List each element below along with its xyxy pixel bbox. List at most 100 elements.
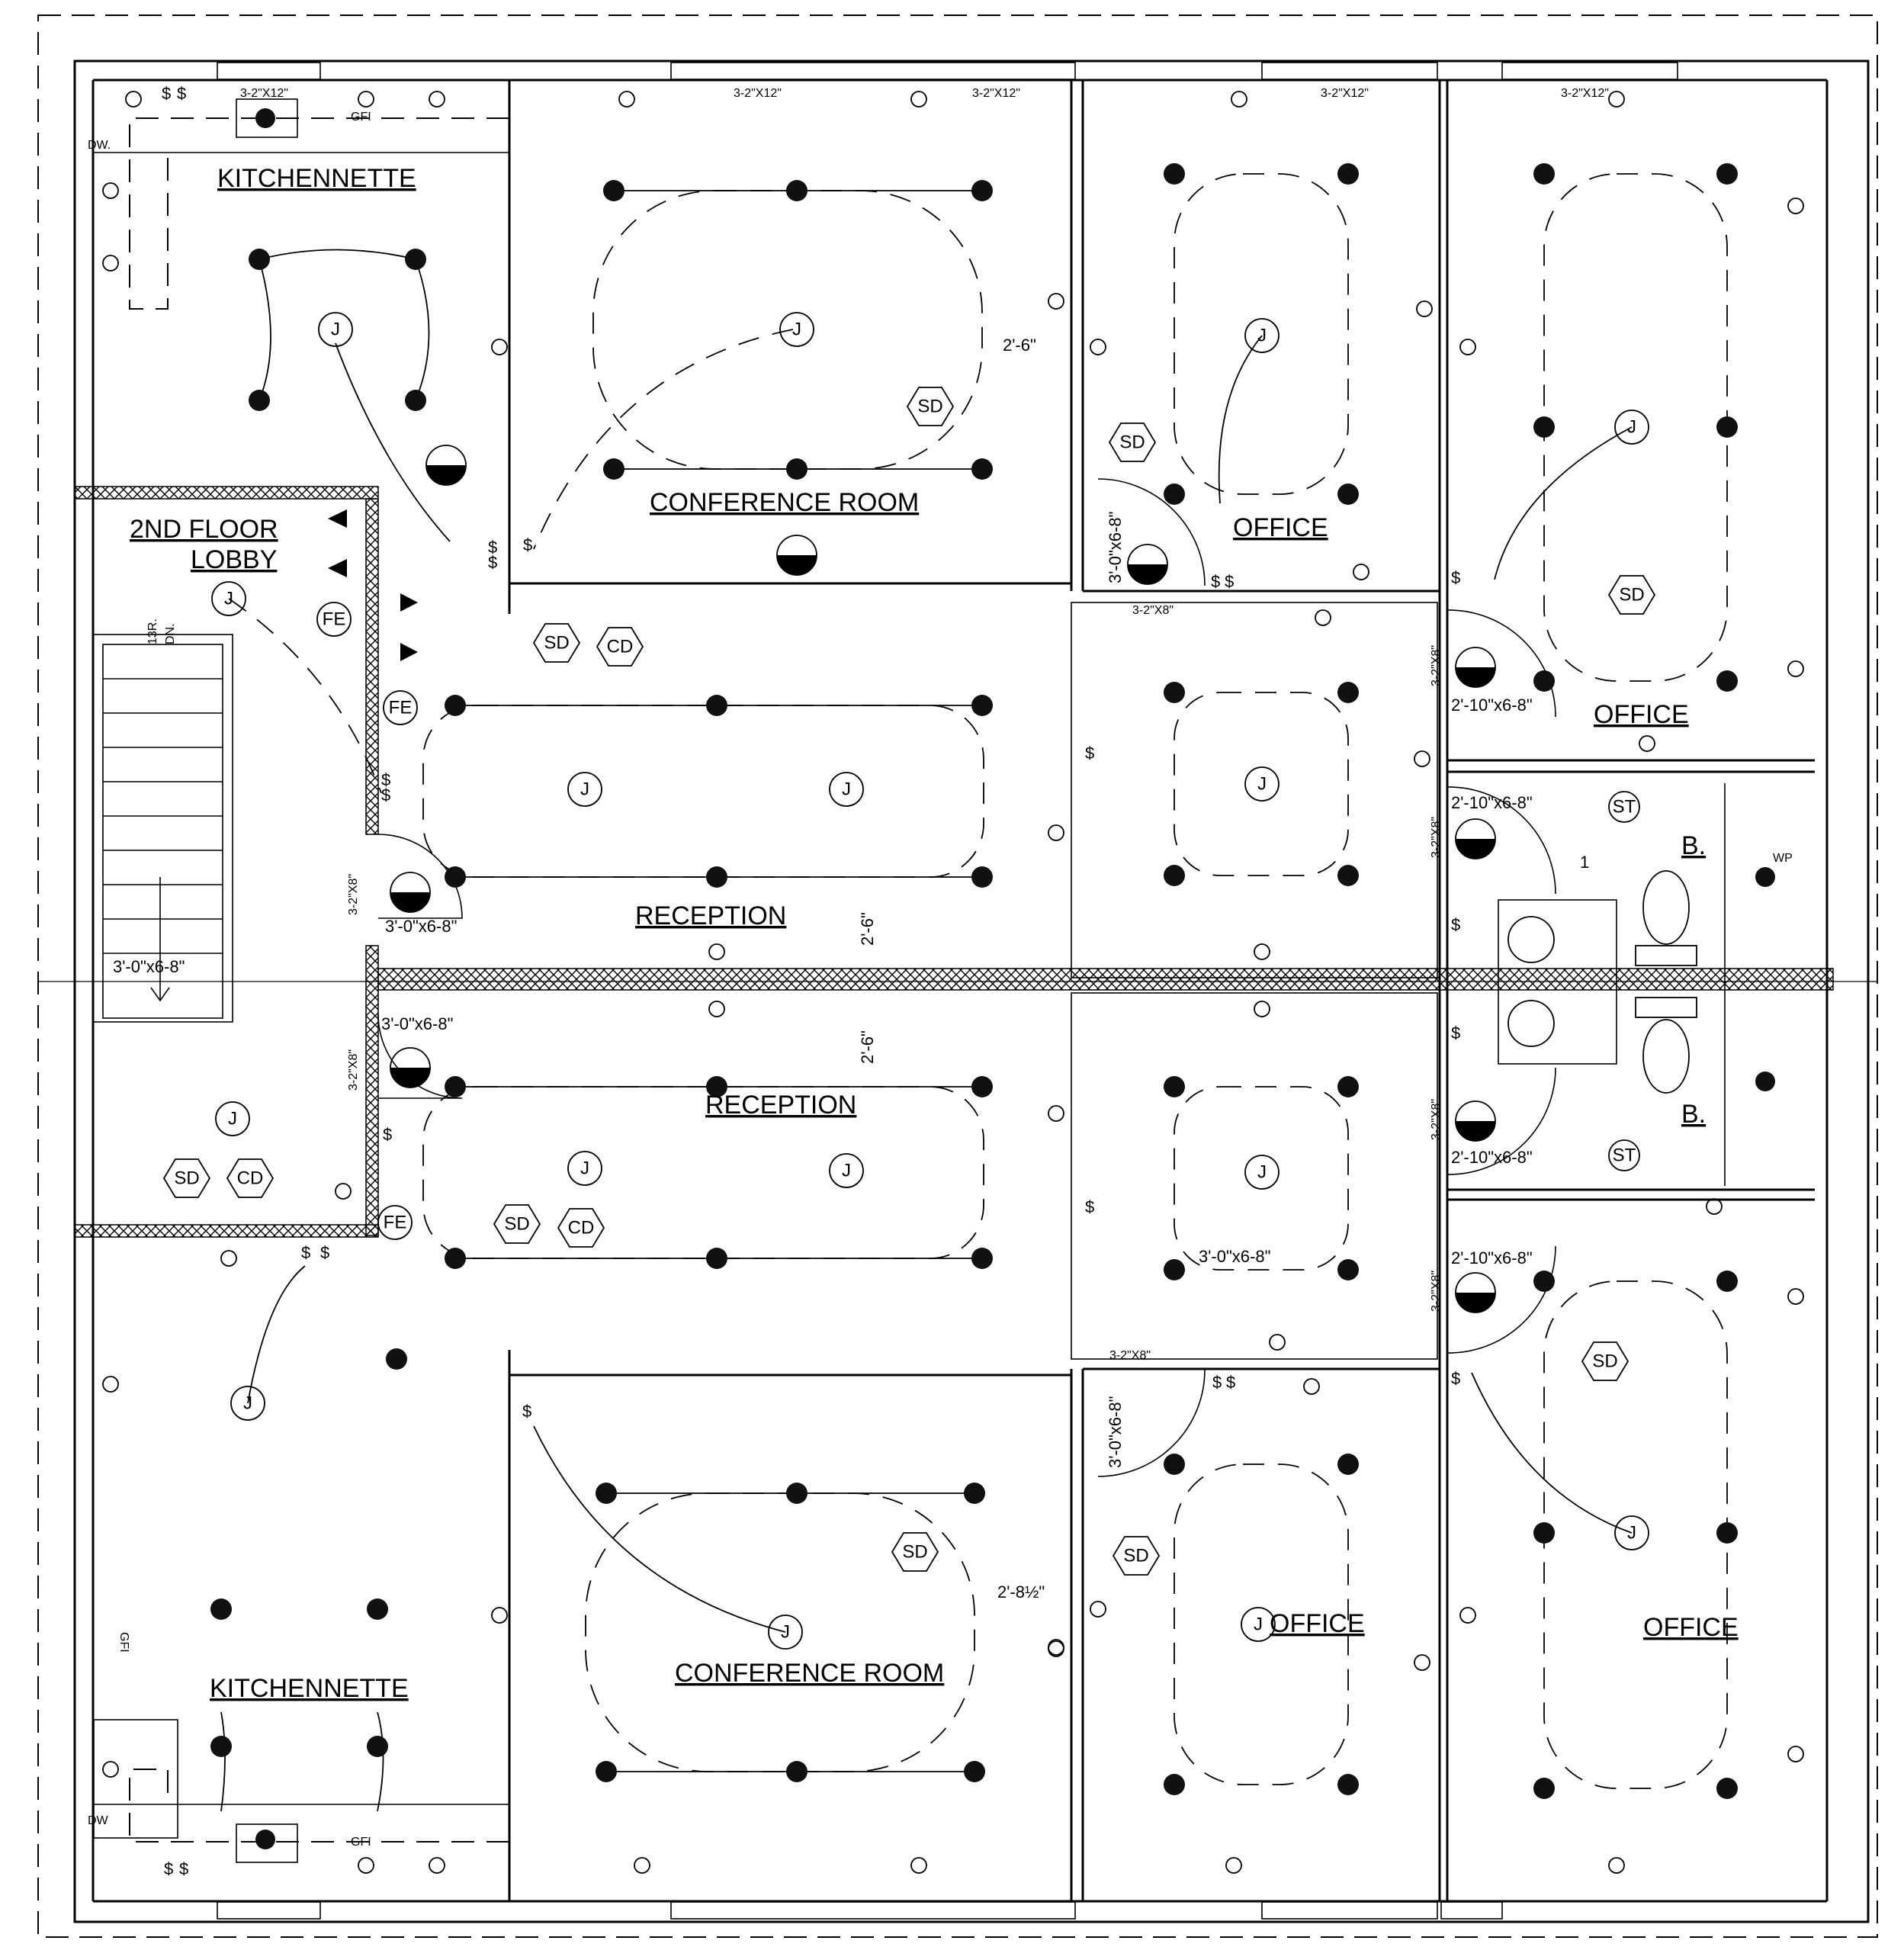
junction-box-label: J <box>580 779 589 800</box>
window-size-label: 3-2"X12" <box>240 87 288 100</box>
window-size-label: 3-2"X8" <box>1430 1271 1443 1312</box>
junction-box-label: J <box>580 1158 589 1179</box>
exit-light-icon <box>1455 1272 1496 1313</box>
room-label-office: OFFICE <box>1233 513 1328 542</box>
co-detector-label: CD <box>607 637 634 657</box>
junction-box-label: J <box>1257 326 1267 346</box>
room-label-bath: B. <box>1681 1100 1706 1129</box>
room-label-lobby: 2ND FLOOR <box>130 515 278 544</box>
switch-icon: $ <box>1451 1023 1460 1043</box>
switch-icon: $ <box>383 1125 392 1144</box>
door-size-label: 2'-10"x6-8" <box>1451 1248 1533 1267</box>
junction-box-label: J <box>842 1161 851 1181</box>
dishwasher-label: DW <box>88 1814 109 1827</box>
window-size-label: 3-2"X12" <box>1561 87 1609 100</box>
exit-light-icon <box>776 535 817 576</box>
room-label-office: OFFICE <box>1594 700 1689 729</box>
exit-light-icon <box>1455 818 1496 859</box>
switch-icon: $ <box>1226 1373 1235 1392</box>
exit-light-icon <box>390 1047 431 1088</box>
stair-direction: DN. <box>164 623 177 644</box>
switch-icon: $ <box>1085 1197 1094 1216</box>
junction-box-label: J <box>224 589 233 609</box>
thermostat-label: ST <box>1613 797 1636 818</box>
clearance-dimension: 2'-6" <box>1003 336 1036 355</box>
receptacles <box>102 91 1804 1874</box>
interior-walls <box>74 80 1834 1901</box>
smoke-detector-label: SD <box>1119 432 1145 453</box>
junction-box-label: J <box>1257 774 1267 795</box>
smoke-detector-label: SD <box>902 1542 927 1563</box>
switch-icon: $ <box>1451 568 1460 587</box>
switch-icon: $ <box>301 1243 310 1262</box>
fire-extinguisher-label: FE <box>323 609 346 630</box>
switch-icon: $ <box>177 84 186 103</box>
building-outline <box>37 14 1878 1938</box>
window-size-label: 3-2"X8" <box>347 1049 360 1091</box>
window-size-label: 3-2"X8" <box>1109 1349 1151 1362</box>
switch-icon: $ <box>164 1859 173 1878</box>
switch-icon: $ <box>320 1243 329 1262</box>
junction-box-label: J <box>1254 1614 1263 1635</box>
exit-light-icon <box>1455 647 1496 688</box>
room-label-kitchennette: KITCHENNETTE <box>210 1674 409 1703</box>
junction-box-label: J <box>331 320 340 340</box>
switch-icon: $ <box>1451 1369 1460 1388</box>
room-label-bath: B. <box>1681 831 1706 860</box>
room-label-office: OFFICE <box>1643 1613 1739 1642</box>
clearance-dimension: 2'-6" <box>858 912 877 946</box>
room-label-kitchennette: KITCHENNETTE <box>217 164 416 193</box>
toilet-bottom <box>1635 997 1697 1094</box>
switch-icon: $ <box>162 84 171 103</box>
room-label-reception: RECEPTION <box>705 1091 856 1120</box>
room-label-conference: CONFERENCE ROOM <box>650 488 919 517</box>
exit-light-icon <box>1455 1100 1496 1142</box>
weatherproof-label: WP <box>1773 852 1793 865</box>
junction-box-label: J <box>243 1393 252 1414</box>
detectors: SD SD SD SD CD SD CD SD CD SD SD SD <box>162 387 1656 1576</box>
smoke-detector-label: SD <box>917 397 942 417</box>
stair <box>92 634 233 1023</box>
co-detector-label: CD <box>237 1168 264 1189</box>
switch-icon: $ <box>1225 572 1234 591</box>
window-size-label: 3-2"X12" <box>972 87 1020 100</box>
smoke-detector-label: SD <box>174 1168 199 1189</box>
window-size-label: 3-2"X8" <box>1430 645 1443 686</box>
switch-icon: $ <box>522 1402 531 1421</box>
gfi-label: GFI <box>351 111 371 124</box>
junction-boxes: J J J J J J J J J J J J J J J J <box>211 312 1649 1650</box>
smoke-detector-label: SD <box>544 633 569 654</box>
switch-icon: $ <box>1212 1373 1222 1392</box>
thermostats: ST ST <box>1608 791 1640 1171</box>
ceiling-lights <box>210 108 1775 1849</box>
horn-strobe-icon <box>400 593 418 661</box>
window-size-label: 3-2"X12" <box>1321 87 1369 100</box>
switch-icon: $ <box>179 1859 188 1878</box>
smoke-detector-label: SD <box>1123 1546 1148 1566</box>
junction-box-label: J <box>842 779 851 800</box>
door-size-label: 3'-0"x6-8" <box>381 1014 453 1033</box>
junction-box-label: J <box>781 1622 790 1643</box>
door-size-label: 3'-0"x6-8" <box>1106 512 1125 583</box>
door-size-label: 3'-0"x6-8" <box>113 957 185 976</box>
window-size-label: 3-2"X8" <box>347 874 360 915</box>
window-size-label: 3-2"X8" <box>1430 817 1443 858</box>
switch-icon: $ <box>523 535 532 554</box>
horn-strobe-icon <box>328 509 347 577</box>
room-label-office: OFFICE <box>1270 1609 1365 1638</box>
switch-icon: $ <box>1211 572 1220 591</box>
co-detector-label: CD <box>568 1218 595 1239</box>
window-size-label: 3-2"X12" <box>734 87 782 100</box>
door-size-label: 2'-10"x6-8" <box>1451 1148 1533 1167</box>
exit-light-icon <box>1127 544 1168 585</box>
lavatory <box>1498 899 1617 1065</box>
circuit-number-label: 1 <box>1580 853 1589 872</box>
door-size-label: 3'-0"x6-8" <box>1106 1396 1125 1468</box>
switch-icon: $ <box>1085 744 1094 763</box>
door-size-label: 3'-0"x6-8" <box>1199 1247 1270 1266</box>
junction-box-label: J <box>1627 417 1636 438</box>
smoke-detector-label: SD <box>1619 585 1644 606</box>
junction-box-label: J <box>1627 1523 1636 1544</box>
emergency-lights <box>328 445 1496 1313</box>
